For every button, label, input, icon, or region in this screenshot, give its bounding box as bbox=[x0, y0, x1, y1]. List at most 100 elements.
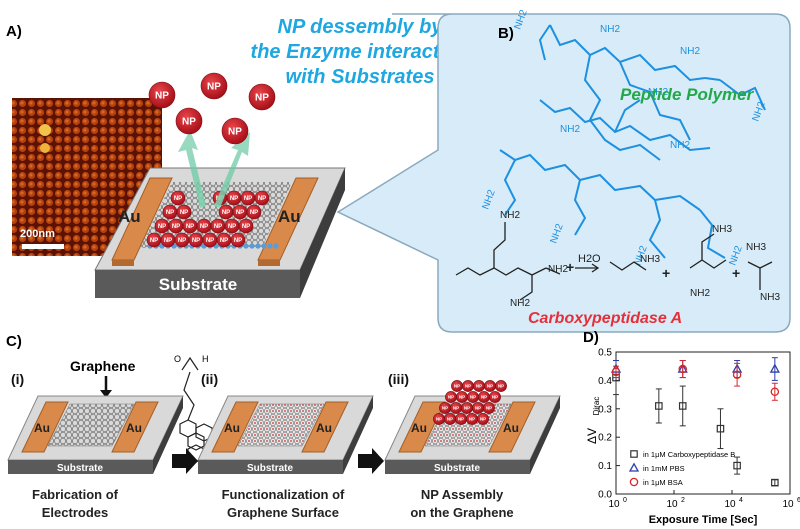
assembled-nanoparticle: NP bbox=[461, 402, 473, 414]
nanoparticle-shape bbox=[148, 81, 176, 109]
nanoparticle-label: NP bbox=[186, 224, 194, 230]
assembled-nanoparticle: NP bbox=[210, 218, 226, 234]
assembled-nanoparticle: NP bbox=[478, 391, 490, 403]
nanoparticle-label: NP bbox=[476, 384, 482, 389]
y-tick-label: 0.4 bbox=[598, 376, 612, 387]
assembled-nanoparticle: NP bbox=[188, 232, 204, 248]
panel-a-label: A) bbox=[6, 23, 22, 40]
assembled-nanoparticle: NP bbox=[176, 204, 192, 220]
step-caption-line: Fabrication of bbox=[32, 487, 119, 502]
substrate-label: Substrate bbox=[434, 463, 481, 474]
data-point bbox=[771, 478, 779, 487]
assembled-nanoparticle: NP bbox=[240, 190, 256, 206]
legend-entry: in 1μM BSA bbox=[643, 478, 683, 487]
y-tick-label: 0.1 bbox=[598, 461, 612, 472]
data-point bbox=[732, 370, 742, 379]
data-point bbox=[716, 424, 725, 433]
data-point bbox=[769, 363, 780, 373]
surface-molecule bbox=[249, 243, 255, 249]
nanoparticle-label: NP bbox=[487, 384, 493, 389]
data-point bbox=[678, 364, 687, 374]
svg-text:NH2: NH2 bbox=[500, 210, 520, 221]
nanoparticle-shape bbox=[246, 204, 262, 220]
assembled-nanoparticle: NP bbox=[484, 380, 496, 392]
nanoparticle-label: NP bbox=[453, 406, 459, 411]
step-label: (ii) bbox=[201, 371, 218, 387]
panel-c-captions: Fabrication ofElectrodesFunctionalizatio… bbox=[32, 487, 514, 520]
assembled-nanoparticle: NP bbox=[467, 391, 479, 403]
nanoparticle-label: NP bbox=[469, 417, 475, 422]
assembled-nanoparticle: NP bbox=[226, 190, 242, 206]
peptide-polymer-label: Peptide Polymer bbox=[620, 85, 755, 104]
assembled-nanoparticle: NP bbox=[466, 413, 478, 425]
nanoparticle-label: NP bbox=[182, 117, 196, 128]
nanoparticle-label: NP bbox=[498, 384, 504, 389]
nanoparticle-label: NP bbox=[436, 417, 442, 422]
panel-a-substrate-label: Substrate bbox=[159, 275, 237, 294]
scale-bar-label: 200nm bbox=[20, 228, 55, 240]
nanoparticle-label: NP bbox=[481, 395, 487, 400]
svg-text:H2O: H2O bbox=[578, 253, 601, 265]
series-circle: in 1μM BSA bbox=[611, 360, 780, 487]
substrate-front bbox=[385, 460, 530, 474]
released-nanoparticle: NP bbox=[248, 83, 276, 111]
nanoparticle-shape bbox=[495, 380, 507, 392]
assembled-nanoparticle: NP bbox=[483, 402, 495, 414]
scale-bar bbox=[22, 244, 64, 249]
nanoparticle-shape bbox=[483, 402, 495, 414]
assembled-nanoparticle: NP bbox=[246, 204, 262, 220]
surface-molecule bbox=[273, 243, 279, 249]
nanoparticle-label: NP bbox=[200, 224, 208, 230]
nanoparticle-label: NP bbox=[214, 224, 222, 230]
x-tick-exponent: 2 bbox=[681, 497, 685, 504]
legend-marker bbox=[629, 477, 639, 487]
panel-a: A) NP dessembly by the Enzyme interactio… bbox=[6, 16, 469, 298]
electrode-left-label: Au bbox=[118, 207, 141, 226]
assembled-nanoparticle: NP bbox=[162, 204, 178, 220]
assembled-nanoparticle: NP bbox=[216, 232, 232, 248]
linker-aldehyde-o: O bbox=[174, 354, 181, 364]
nanoparticle-shape bbox=[200, 72, 228, 100]
assembled-nanoparticle: NP bbox=[462, 380, 474, 392]
nanoparticle-label: NP bbox=[155, 91, 169, 102]
nanoparticle-label: NP bbox=[164, 238, 172, 244]
y-tick-label: 0.3 bbox=[598, 404, 612, 415]
substrate-side bbox=[530, 396, 560, 474]
svg-text:NH3: NH3 bbox=[760, 292, 780, 303]
step-caption-line: Graphene Surface bbox=[227, 505, 339, 520]
data-point bbox=[678, 402, 687, 410]
nanoparticle-label: NP bbox=[475, 406, 481, 411]
svg-text:NH3: NH3 bbox=[746, 242, 766, 253]
nanoparticle-label: NP bbox=[180, 210, 188, 216]
assembled-nanoparticle: NP bbox=[450, 402, 462, 414]
nanoparticle-label: NP bbox=[236, 210, 244, 216]
electrode-left-label: Au bbox=[224, 421, 240, 435]
assembled-nanoparticle: NP bbox=[433, 413, 445, 425]
panel-a-title-line-1: NP dessembly by bbox=[278, 16, 444, 38]
svg-text:NH3: NH3 bbox=[712, 224, 732, 235]
x-tick-label: 10 bbox=[666, 499, 678, 510]
assembled-nanoparticle: NP bbox=[477, 413, 489, 425]
nanoparticle-label: NP bbox=[174, 196, 182, 202]
assembled-nanoparticle: NP bbox=[445, 391, 457, 403]
electrode-left-label: Au bbox=[411, 421, 427, 435]
svg-text:NH2: NH2 bbox=[560, 124, 580, 135]
assembled-nanoparticle: NP bbox=[182, 218, 198, 234]
substrate-side bbox=[343, 396, 373, 474]
assembled-nanoparticle: NP bbox=[160, 232, 176, 248]
nanoparticle-label: NP bbox=[228, 224, 236, 230]
nanoparticle-label: NP bbox=[192, 238, 200, 244]
graphene-channel bbox=[237, 403, 325, 447]
release-arrow-left bbox=[178, 130, 206, 208]
nanoparticle-label: NP bbox=[242, 224, 250, 230]
released-nanoparticle: NP bbox=[200, 72, 228, 100]
data-point bbox=[733, 461, 741, 470]
legend-marker bbox=[628, 462, 640, 472]
x-tick-label: 10 bbox=[608, 499, 620, 510]
assembled-nanoparticle: NP bbox=[455, 413, 467, 425]
svg-text:NH2: NH2 bbox=[510, 298, 530, 309]
